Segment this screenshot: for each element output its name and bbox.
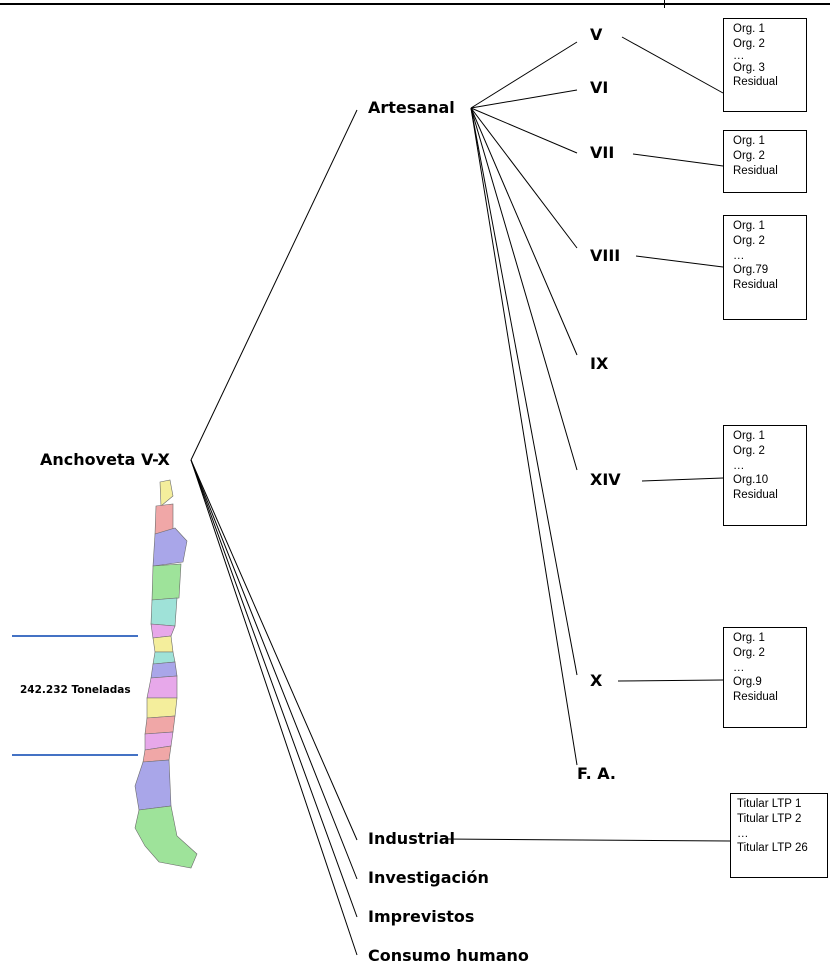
map-region-7 — [152, 635, 174, 653]
edge-root-consumo — [190, 459, 358, 956]
map-region-1 — [159, 479, 174, 507]
edge-x-box — [617, 679, 724, 682]
box-x-line: Org.9 — [733, 676, 762, 689]
edge-artesanal-vii — [470, 107, 578, 154]
edge-root-artesanal — [190, 109, 358, 461]
box-industrial-line: Titular LTP 2 — [737, 812, 802, 825]
region-xiv: XIV — [590, 470, 621, 489]
box-vii-organizations: Org. 1 Org. 2 Residual — [723, 130, 807, 193]
top-rule-tick — [664, 0, 665, 8]
box-x-line: … — [733, 661, 745, 674]
box-industrial-line: Titular LTP 1 — [737, 798, 802, 810]
edge-root-imprevistos — [190, 459, 358, 918]
region-viii: VIII — [590, 246, 621, 265]
map-region-4 — [151, 563, 182, 601]
box-industrial-line: Titular LTP 26 — [737, 842, 808, 855]
map-region-6 — [150, 623, 176, 639]
box-xiv-line: Org.10 — [733, 474, 769, 487]
box-vii-line: Org. 2 — [733, 149, 765, 162]
map-region-16 — [134, 805, 198, 869]
box-v-line: … — [733, 49, 745, 62]
edge-xiv-box — [641, 477, 724, 482]
box-industrial-titulars: Titular LTP 1 Titular LTP 2 … Titular LT… — [730, 793, 828, 878]
quota-label: 242.232 Toneladas — [20, 684, 131, 696]
map-region-9 — [150, 661, 178, 679]
edge-artesanal-ix — [470, 107, 578, 356]
map-region-3 — [152, 527, 188, 567]
chile-map-image — [134, 479, 198, 869]
map-region-5 — [150, 597, 178, 627]
map-region-10 — [146, 675, 178, 699]
box-viii-line: Residual — [733, 279, 778, 292]
sector-artesanal: Artesanal — [368, 98, 455, 117]
box-v-line: Residual — [733, 76, 778, 89]
box-xiv-line: Org. 1 — [733, 430, 765, 442]
map-region-12 — [144, 715, 176, 735]
box-x-organizations: Org. 1 Org. 2 … Org.9 Residual — [723, 627, 807, 728]
map-region-11 — [146, 697, 178, 719]
box-industrial-line: … — [737, 827, 749, 840]
region-x: X — [590, 671, 603, 690]
edge-artesanal-x — [470, 107, 578, 676]
sector-consumo-humano: Consumo humano — [368, 946, 529, 965]
sector-investigacion: Investigación — [368, 868, 489, 887]
edge-artesanal-viii — [470, 107, 578, 249]
box-v-line: Org. 3 — [733, 61, 765, 74]
edge-v-box — [621, 36, 724, 94]
region-vii: VII — [590, 143, 615, 162]
region-vi: VI — [590, 78, 609, 97]
top-rule — [0, 3, 830, 5]
root-node-label: Anchoveta V-X — [40, 450, 170, 469]
map-region-15 — [134, 759, 172, 811]
edge-artesanal-vi — [470, 89, 578, 109]
box-viii-line: Org.79 — [733, 264, 769, 277]
box-xiv-organizations: Org. 1 Org. 2 … Org.10 Residual — [723, 425, 807, 526]
sector-industrial: Industrial — [368, 829, 456, 848]
edge-artesanal-fa — [470, 107, 578, 766]
box-viii-organizations: Org. 1 Org. 2 … Org.79 Residual — [723, 215, 807, 320]
edge-root-investigacion — [190, 459, 358, 880]
edge-industrial-box — [443, 838, 731, 842]
edge-artesanal-v — [470, 41, 578, 109]
edge-root-industrial — [190, 459, 358, 841]
box-vii-line: Residual — [733, 164, 778, 177]
box-x-line: Org. 2 — [733, 646, 765, 659]
box-xiv-line: … — [733, 459, 745, 472]
box-xiv-line: Org. 2 — [733, 444, 765, 457]
box-x-line: Org. 1 — [733, 632, 765, 644]
region-v: V — [590, 25, 603, 44]
box-viii-line: Org. 2 — [733, 234, 765, 247]
box-viii-line: Org. 1 — [733, 220, 765, 232]
box-v-line: Org. 2 — [733, 37, 765, 50]
region-ix: IX — [590, 354, 609, 373]
box-v-organizations: Org. 1 Org. 2 … Org. 3 Residual — [723, 18, 807, 112]
region-fa: F. A. — [577, 764, 616, 783]
box-vii-line: Org. 1 — [733, 135, 765, 147]
edge-vii-box — [632, 153, 724, 167]
edge-viii-box — [635, 255, 724, 268]
box-xiv-line: Residual — [733, 489, 778, 502]
sector-imprevistos: Imprevistos — [368, 907, 475, 926]
edge-artesanal-xiv — [470, 107, 578, 471]
box-v-line: Org. 1 — [733, 23, 765, 35]
box-viii-line: … — [733, 249, 745, 262]
box-x-line: Residual — [733, 691, 778, 704]
